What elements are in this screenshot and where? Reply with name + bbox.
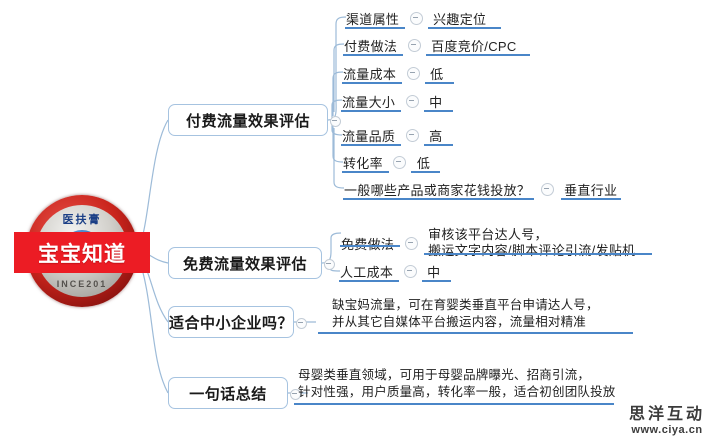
leaf-value-underline [424, 144, 453, 146]
leaf-value-underline [561, 198, 621, 200]
branch-paragraph-underline [294, 403, 614, 405]
leaf-key-underline [341, 110, 401, 112]
leaf-value: 百度竞价/CPC [431, 39, 517, 54]
branch-node-smb-fit[interactable]: 适合中小企业吗？ [168, 306, 294, 338]
branch-collapse-toggle-smb[interactable] [296, 318, 307, 329]
leaf-key: 转化率 [343, 156, 383, 171]
leaf-value: 低 [416, 156, 431, 171]
branch-collapse-toggle-free[interactable] [324, 259, 335, 270]
branch-node-paid-traffic[interactable]: 付费流量效果评估 [168, 104, 328, 136]
leaf-value-underline [425, 82, 454, 84]
leaf-row[interactable]: 渠道属性 兴趣定位 [346, 9, 486, 28]
leaf-key: 流量成本 [343, 67, 397, 82]
watermark-name: 思洋互动 [628, 406, 705, 424]
leaf-key: 付费做法 [344, 39, 398, 54]
center-title-label: 宝宝知道 [38, 242, 126, 266]
leaf-key-underline [342, 82, 402, 84]
leaf-value-underline [428, 27, 501, 29]
branch-label: 一句话总结 [189, 385, 267, 403]
leaf-collapse-toggle[interactable] [407, 39, 421, 52]
leaf-value-underline [422, 280, 451, 282]
leaf-value: 中 [429, 95, 443, 110]
leaf-row[interactable]: 付费做法 百度竞价/CPC [344, 36, 517, 55]
leaf-key-underline [340, 245, 400, 247]
leaf-key-underline [342, 171, 389, 173]
leaf-key-underline [339, 280, 399, 282]
leaf-value-underline [424, 253, 652, 255]
leaf-key: 流量大小 [342, 95, 396, 110]
branch-collapse-toggle-paid[interactable] [330, 116, 341, 127]
leaf-row[interactable]: 转化率 低 [343, 153, 430, 172]
leaf-value: 垂直行业 [564, 183, 618, 198]
branch-collapse-toggle-summary[interactable] [290, 389, 301, 400]
leaf-value-underline [411, 171, 440, 173]
leaf-key-underline [343, 198, 534, 200]
leaf-row[interactable]: 流量大小 中 [342, 92, 442, 111]
leaf-value: 兴趣定位 [433, 12, 487, 27]
leaf-key: 一般哪些产品或商家花钱投放？ [344, 183, 531, 198]
branch-label: 免费流量效果评估 [182, 255, 307, 273]
branch-paragraph-summary: 母婴类垂直领域，可用于母婴品牌曝光、招商引流， 针对性强，用户质量高，转化率一般… [298, 368, 616, 399]
center-title-banner[interactable]: 宝宝知道 [14, 232, 150, 273]
center-node[interactable]: 医扶膏 INCE201 宝宝知道 [14, 193, 150, 311]
branch-paragraph-underline [318, 332, 633, 334]
leaf-key: 流量品质 [342, 129, 396, 144]
leaf-collapse-toggle[interactable] [403, 265, 417, 278]
leaf-key-underline [345, 27, 405, 29]
leaf-row[interactable]: 人工成本 中 [340, 262, 440, 281]
watermark-url: www.ciya.cn [631, 424, 703, 436]
branch-paragraph-smb: 缺宝妈流量，可在育婴类垂直平台申请达人号， 并从其它自媒体平台搬运内容，流量相对… [332, 298, 599, 329]
leaf-collapse-toggle[interactable] [405, 95, 419, 108]
leaf-key-underline [341, 144, 401, 146]
logo-bottom-text: INCE201 [56, 279, 108, 289]
branch-node-summary[interactable]: 一句话总结 [168, 377, 288, 409]
leaf-collapse-toggle[interactable] [404, 236, 418, 250]
branch-label: 适合中小企业吗？ [169, 314, 294, 332]
leaf-collapse-toggle[interactable] [409, 12, 423, 25]
branch-node-free-traffic[interactable]: 免费流量效果评估 [168, 247, 322, 279]
leaf-collapse-toggle[interactable] [540, 183, 554, 196]
leaf-value: 高 [429, 129, 443, 144]
leaf-value-underline [424, 110, 453, 112]
leaf-row[interactable]: 一般哪些产品或商家花钱投放？ 垂直行业 [344, 180, 617, 199]
leaf-collapse-toggle[interactable] [405, 129, 419, 142]
leaf-collapse-toggle[interactable] [393, 156, 407, 169]
leaf-key: 渠道属性 [346, 12, 400, 27]
leaf-value: 中 [427, 265, 441, 280]
watermark: 思洋互动 www.ciya.cn [628, 406, 705, 436]
logo-top-text: 医扶膏 [62, 214, 102, 226]
branch-label: 付费流量效果评估 [185, 112, 310, 130]
leaf-value-underline [426, 54, 530, 56]
leaf-key-underline [343, 54, 403, 56]
leaf-key: 免费做法 [341, 234, 394, 253]
leaf-value: 低 [430, 67, 444, 82]
leaf-collapse-toggle[interactable] [406, 67, 420, 80]
leaf-row[interactable]: 流量成本 低 [343, 64, 443, 83]
leaf-key: 人工成本 [340, 265, 394, 280]
leaf-row[interactable]: 流量品质 高 [342, 126, 442, 145]
